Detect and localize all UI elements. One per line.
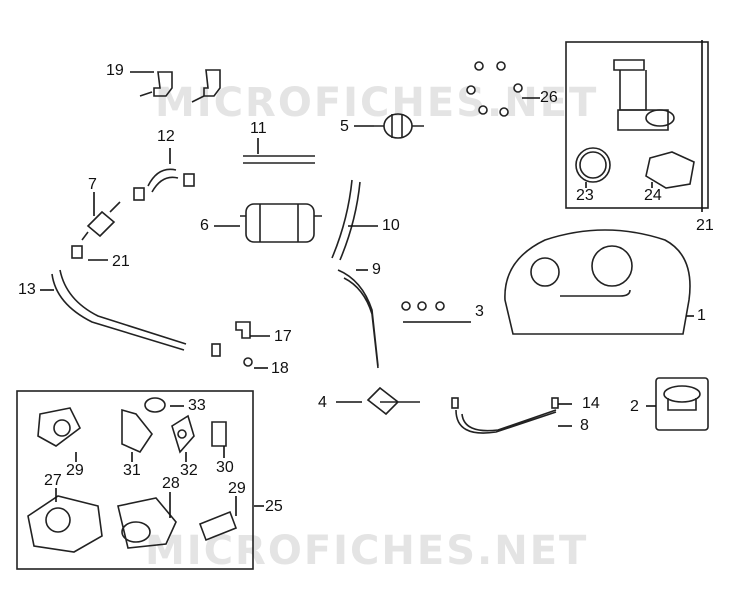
part-26-intake	[27, 495, 103, 553]
part-22-gasket	[575, 147, 611, 183]
part-23-plate	[645, 151, 695, 189]
part-30-sensor	[211, 421, 227, 447]
callout-6: 6	[200, 217, 209, 234]
part-12-hose	[147, 168, 179, 193]
part-8-hose	[455, 409, 557, 434]
callout-18: 18	[271, 360, 289, 377]
part-6-canister	[240, 203, 322, 243]
callout-9: 9	[372, 261, 381, 278]
callout-10: 10	[382, 217, 400, 234]
part-27-throttle	[117, 497, 177, 549]
part-13-hose	[51, 269, 187, 351]
part-10-hose	[331, 179, 361, 261]
callout-11: 11	[250, 120, 267, 137]
callout-29: 29	[66, 462, 84, 479]
part-28-actuator	[198, 510, 238, 542]
part-20-fittings	[139, 69, 221, 103]
callout-13: 13	[18, 281, 36, 298]
callout-32: 32	[180, 462, 198, 479]
callout-24: 26	[540, 89, 558, 106]
part-17-fitting	[235, 321, 251, 339]
callout-22: 23	[576, 187, 594, 204]
throttle-body-group-box	[16, 390, 254, 570]
part-12-clamp	[133, 187, 145, 201]
leader-lines	[40, 40, 703, 518]
part-3-bolts	[401, 301, 445, 311]
callout-25: 25	[265, 498, 283, 515]
part-5-valve	[374, 113, 424, 139]
part-24-bolts	[466, 61, 523, 117]
callout-17: 17	[274, 328, 292, 345]
part-11-hose	[243, 155, 315, 164]
callout-28: 29	[228, 480, 246, 497]
callout-30: 30	[216, 459, 234, 476]
part-31-gasket	[121, 408, 153, 454]
callout-4: 4	[318, 394, 327, 411]
part-33-oring	[144, 397, 166, 413]
callout-19: 21	[112, 253, 130, 270]
callout-7: 7	[88, 176, 97, 193]
callout-12: 12	[157, 128, 175, 145]
part-9-hose	[337, 269, 379, 369]
part-2-cap	[655, 377, 709, 431]
callout-31: 31	[123, 462, 141, 479]
part-21-fuel-pump	[613, 59, 675, 131]
part-4-pump	[366, 386, 420, 416]
callout-33: 33	[188, 397, 206, 414]
part-19-clamp	[71, 245, 83, 259]
part-14-clamp	[451, 397, 459, 409]
part-32-part	[171, 414, 195, 454]
fuel-pump-group-box	[565, 41, 709, 209]
part-clamp	[211, 343, 221, 357]
callout-2: 2	[630, 398, 639, 415]
part-29-sensor	[37, 407, 82, 447]
callout-26: 27	[44, 472, 62, 489]
part-7-filter	[81, 201, 121, 241]
part-1-tank	[504, 229, 691, 335]
callout-1: 1	[697, 307, 706, 324]
callout-21: 21	[696, 217, 714, 234]
callout-20: 19	[106, 62, 124, 79]
part-18-screw	[243, 357, 253, 367]
callout-27: 28	[162, 475, 180, 492]
callout-5: 5	[340, 118, 349, 135]
callout-14: 14	[582, 395, 600, 412]
callout-8: 8	[580, 417, 589, 434]
callout-3: 3	[475, 303, 484, 320]
callout-23: 24	[644, 187, 662, 204]
